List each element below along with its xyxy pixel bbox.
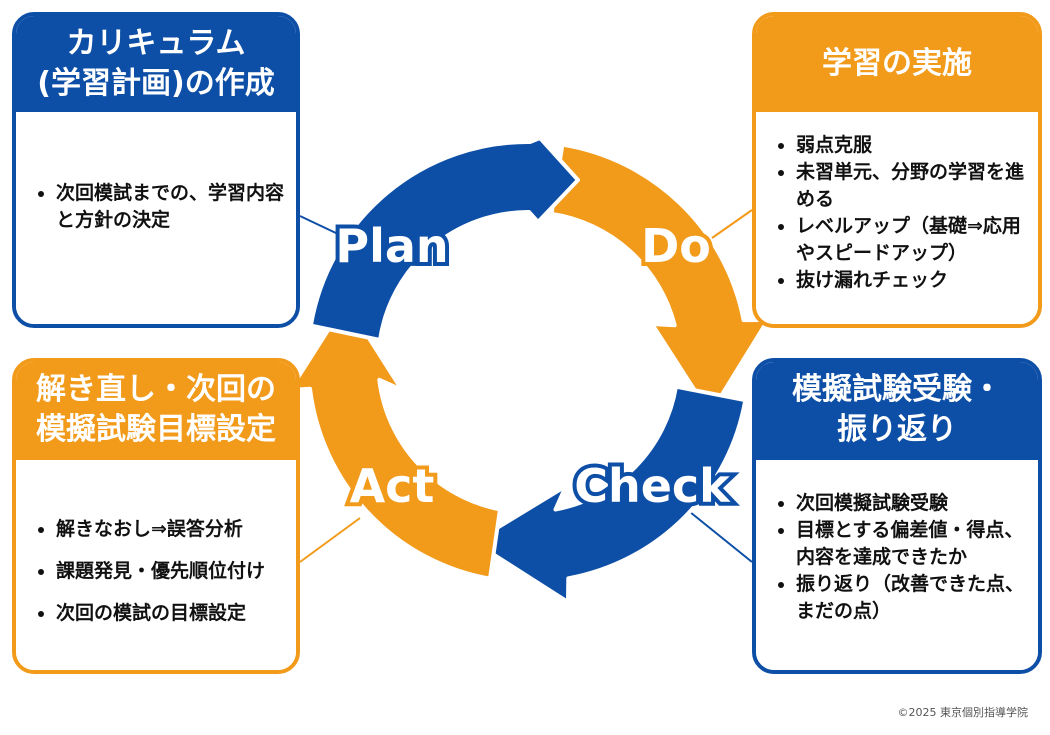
plan-list: 次回模試までの、学習内容と方針の決定 [34,180,286,234]
do-card-body: 弱点克服 未習単元、分野の学習を進める レベルアップ（基礎⇒応用やスピードアップ… [756,112,1038,324]
act-item: 課題発見・優先順位付け [56,550,288,592]
copyright-notice: ©2025 東京個別指導学院 [897,706,1029,719]
check-card: 模擬試験受験・ 振り返り 次回模擬試験受験 目標とする偏差値・得点、内容を達成で… [752,358,1042,674]
plan-title-line1: カリキュラム [66,26,246,61]
act-item: 次回の模試の目標設定 [56,592,288,634]
plan-card: カリキュラム (学習計画)の作成 次回模試までの、学習内容と方針の決定 [12,12,300,328]
do-item: 未習単元、分野の学習を進める [796,159,1030,213]
act-item: 解きなおし⇒誤答分析 [56,508,288,550]
check-item: 振り返り（改善できた点、まだの点） [796,571,1030,625]
do-arrow [549,142,770,416]
check-item: 次回模擬試験受験 [796,490,1030,517]
act-card-body: 解きなおし⇒誤答分析 課題発見・優先順位付け 次回の模試の目標設定 [16,460,296,670]
check-title-line2: 振り返り [837,412,957,447]
do-label: Do [641,219,711,273]
act-card-title: 解き直し・次回の 模擬試験目標設定 [16,362,296,460]
check-item: 目標とする偏差値・得点、内容を達成できたか [796,517,1030,571]
act-label: Act [350,459,435,513]
check-arrow [472,384,748,604]
check-connector-line [689,511,753,563]
plan-connector-line [299,215,339,235]
plan-card-body: 次回模試までの、学習内容と方針の決定 [16,112,296,324]
act-list: 解きなおし⇒誤答分析 課題発見・優先順位付け 次回の模試の目標設定 [34,508,288,634]
do-item: レベルアップ（基礎⇒応用やスピードアップ） [796,213,1030,267]
plan-item: 次回模試までの、学習内容と方針の決定 [56,180,286,234]
check-list: 次回模擬試験受験 目標とする偏差値・得点、内容を達成できたか 振り返り（改善でき… [774,490,1030,625]
do-connector-line [711,209,753,239]
do-item: 弱点克服 [796,132,1030,159]
check-card-title: 模擬試験受験・ 振り返り [756,362,1038,460]
check-card-body: 次回模擬試験受験 目標とする偏差値・得点、内容を達成できたか 振り返り（改善でき… [756,460,1038,670]
do-card-title: 学習の実施 [756,16,1038,112]
do-list: 弱点克服 未習単元、分野の学習を進める レベルアップ（基礎⇒応用やスピードアップ… [774,132,1030,294]
act-title-line1: 解き直し・次回の [36,372,276,407]
do-title: 学習の実施 [822,46,972,81]
act-card: 解き直し・次回の 模擬試験目標設定 解きなおし⇒誤答分析 課題発見・優先順位付け… [12,358,300,674]
plan-arrow [308,136,580,342]
act-title-line2: 模擬試験目標設定 [36,412,276,447]
do-card: 学習の実施 弱点克服 未習単元、分野の学習を進める レベルアップ（基礎⇒応用やス… [752,12,1042,328]
plan-title-line2: (学習計画)の作成 [37,66,275,101]
do-item: 抜け漏れチェック [796,267,1030,294]
plan-card-title: カリキュラム (学習計画)の作成 [16,16,296,112]
act-connector-line [299,517,361,563]
plan-label: Plan [335,219,448,273]
check-title-line1: 模擬試験受験・ [792,372,1002,407]
act-arrow [288,300,502,581]
check-label: Check [574,459,731,513]
